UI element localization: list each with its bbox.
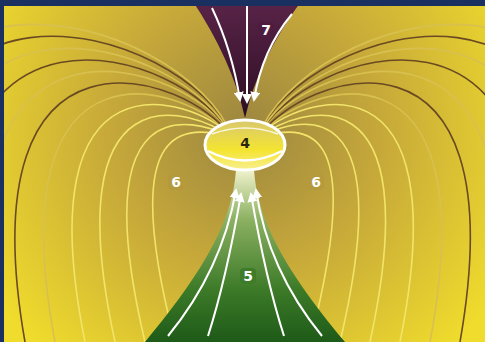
callout-number: 6 [308, 174, 324, 190]
callout-number: 6 [168, 174, 184, 190]
ring [205, 120, 285, 170]
outflow-arrows [168, 190, 322, 336]
left-border [0, 0, 4, 342]
bottom-funnel [145, 168, 345, 342]
inflow-arrows [212, 6, 292, 102]
top-cusp [192, 0, 302, 118]
callout-number: 5 [240, 268, 256, 284]
callout-number: 7 [258, 22, 274, 38]
top-border [0, 0, 485, 6]
callout-number: 4 [237, 135, 253, 151]
